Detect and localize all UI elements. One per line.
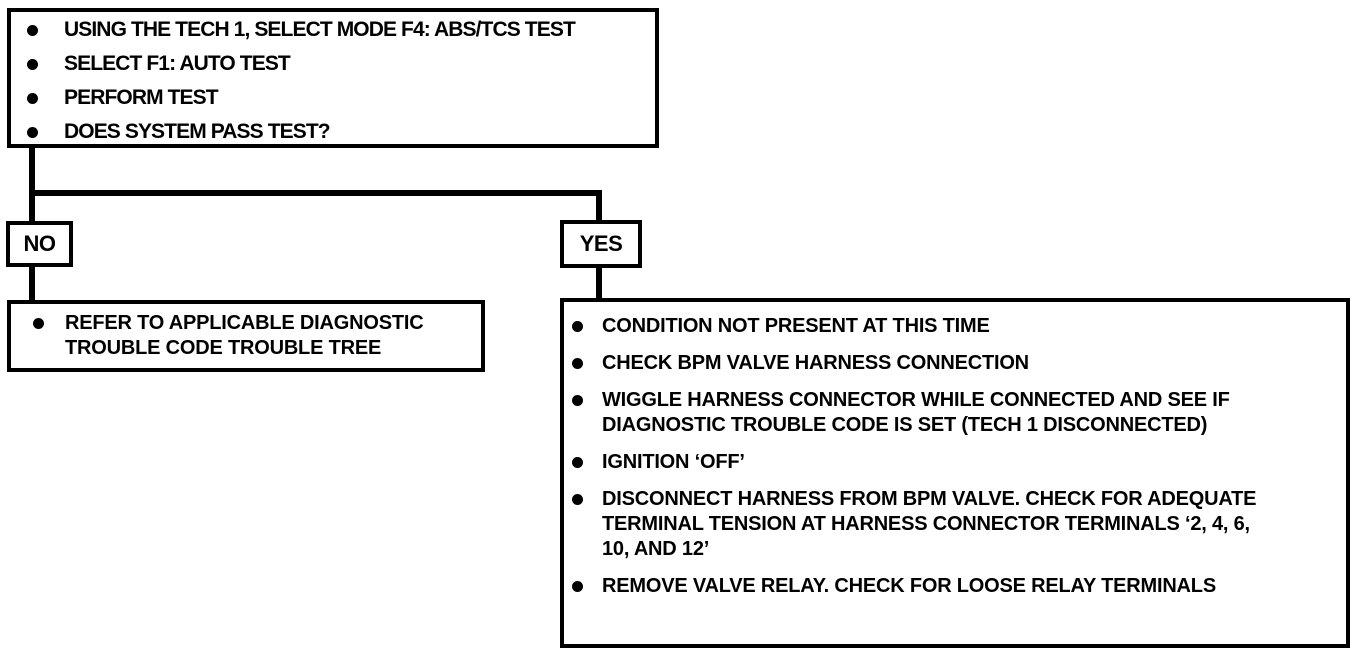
no-label: NO <box>23 231 57 256</box>
action-step-text: CONDITION NOT PRESENT AT THIS TIME <box>602 315 990 337</box>
list-item: REFER TO APPLICABLE DIAGNOSTIC TROUBLE C… <box>33 311 473 361</box>
yes-action-box: CONDITION NOT PRESENT AT THIS TIME CHECK… <box>560 298 1350 648</box>
yes-label: YES <box>579 231 623 256</box>
test-procedure-box: USING THE TECH 1, SELECT MODE F4: ABS/TC… <box>7 8 659 148</box>
action-step-text: CHECK BPM VALVE HARNESS CONNECTION <box>602 352 1029 374</box>
bullet-icon <box>572 321 583 332</box>
no-action-box: REFER TO APPLICABLE DIAGNOSTIC TROUBLE C… <box>7 300 485 372</box>
connector-horizontal-line <box>29 190 602 196</box>
no-branch-connector-line <box>29 267 35 302</box>
list-item: DISCONNECT HARNESS FROM BPM VALVE. CHECK… <box>572 487 1336 562</box>
procedure-step-text: USING THE TECH 1, SELECT MODE F4: ABS/TC… <box>64 18 576 41</box>
list-item: CONDITION NOT PRESENT AT THIS TIME <box>572 314 1336 339</box>
action-step-text: REFER TO APPLICABLE DIAGNOSTIC TROUBLE C… <box>65 312 424 359</box>
action-step-text: IGNITION ‘OFF’ <box>602 451 745 473</box>
connector-drop-right-line <box>596 190 602 221</box>
bullet-icon <box>572 494 583 505</box>
action-step-text: DISCONNECT HARNESS FROM BPM VALVE. CHECK… <box>602 488 1257 560</box>
action-step-text: WIGGLE HARNESS CONNECTOR WHILE CONNECTED… <box>602 389 1230 436</box>
procedure-step-text: DOES SYSTEM PASS TEST? <box>64 120 331 143</box>
yes-label-box: YES <box>560 220 642 268</box>
no-label-box: NO <box>6 221 73 267</box>
bullet-icon <box>27 25 38 36</box>
bullet-icon <box>27 127 38 138</box>
bullet-icon <box>572 358 583 369</box>
bullet-icon <box>27 93 38 104</box>
list-item: PERFORM TEST <box>27 87 647 109</box>
list-item: IGNITION ‘OFF’ <box>572 450 1336 475</box>
procedure-step-text: PERFORM TEST <box>64 86 219 109</box>
action-step-text: REMOVE VALVE RELAY. CHECK FOR LOOSE RELA… <box>602 575 1216 597</box>
list-item: USING THE TECH 1, SELECT MODE F4: ABS/TC… <box>27 19 647 41</box>
bullet-icon <box>27 59 38 70</box>
procedure-step-text: SELECT F1: AUTO TEST <box>64 52 291 75</box>
list-item: DOES SYSTEM PASS TEST? <box>27 121 647 143</box>
list-item: REMOVE VALVE RELAY. CHECK FOR LOOSE RELA… <box>572 574 1336 599</box>
bullet-icon <box>572 395 583 406</box>
bullet-icon <box>572 581 583 592</box>
list-item: SELECT F1: AUTO TEST <box>27 53 647 75</box>
connector-trunk-line <box>29 148 35 196</box>
list-item: CHECK BPM VALVE HARNESS CONNECTION <box>572 351 1336 376</box>
yes-branch-connector-line <box>596 268 602 300</box>
bullet-icon <box>33 318 44 329</box>
list-item: WIGGLE HARNESS CONNECTOR WHILE CONNECTED… <box>572 388 1336 438</box>
bullet-icon <box>572 457 583 468</box>
connector-drop-left-line <box>29 190 35 221</box>
